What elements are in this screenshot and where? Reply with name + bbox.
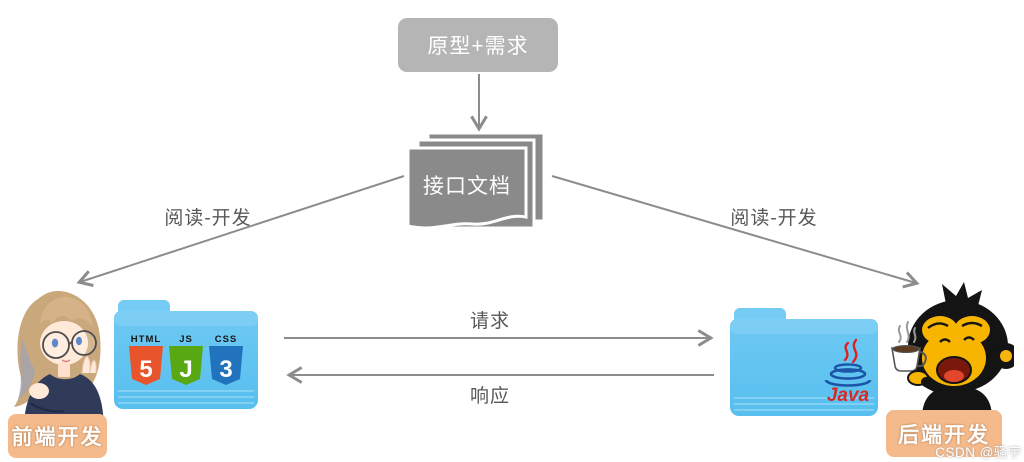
monkey-eyes <box>939 336 975 343</box>
girl-glasses-right-lens <box>71 330 97 356</box>
monkey-hair-tufts <box>942 282 982 306</box>
girl-neck <box>58 363 70 377</box>
frontend-folder: HTML 5 JS J CSS 3 <box>114 300 258 409</box>
girl-hair-tint <box>18 339 35 399</box>
girl-mouth <box>61 359 71 363</box>
backend-tag: 后端开发 <box>886 410 1002 457</box>
girl-eye-left <box>51 338 59 348</box>
backend-tag-label: 后端开发 <box>898 423 990 447</box>
coffee-steam <box>897 321 917 343</box>
js-badge-glyph: J <box>179 356 192 383</box>
js-badge: JS J <box>169 334 203 385</box>
girl-shoulder <box>29 383 49 399</box>
girl-eye-right <box>76 336 82 346</box>
html-badge-glyph: 5 <box>139 356 152 383</box>
monkey-tongue <box>944 370 964 382</box>
cup-handle <box>917 351 927 368</box>
girl-ruffle <box>29 402 65 413</box>
csdn-watermark: CSDN @骚宇 <box>935 445 1022 460</box>
girl-hand <box>81 355 97 374</box>
java-wordmark: Java <box>827 385 870 406</box>
frontend-girl-illustration <box>14 291 105 433</box>
read-develop-label-left: 阅读-开发 <box>164 208 252 229</box>
interface-doc-label: 接口文档 <box>423 175 511 198</box>
arrow-doc-to-frontend <box>76 175 405 287</box>
frontend-tag: 前端开发 <box>8 414 107 458</box>
folder-top-band <box>114 311 258 326</box>
arrow-doc-to-backend <box>551 175 920 289</box>
backend-monkey-illustration <box>891 282 1014 418</box>
coffee-surface <box>892 344 920 353</box>
monkey-brows <box>927 321 983 329</box>
java-saucer <box>824 379 872 387</box>
monkey-ear-inner <box>1000 350 1012 362</box>
request-label: 请求 <box>469 311 510 332</box>
girl-glasses-bridge <box>68 341 73 345</box>
doc-page-front <box>406 146 528 230</box>
css-badge-glyph: 3 <box>219 356 232 383</box>
prototype-requirements-label: 原型+需求 <box>427 35 529 58</box>
html5-badge: HTML 5 <box>129 334 163 385</box>
frontend-tag-label: 前端开发 <box>11 426 104 449</box>
interface-doc-stack: 接口文档 <box>406 131 546 230</box>
java-cup-swirl-2 <box>829 368 867 380</box>
girl-bangs <box>40 296 93 327</box>
css3-badge: CSS 3 <box>209 334 243 385</box>
folder-stripes <box>118 390 254 404</box>
folder-body <box>730 319 878 416</box>
java-logo: Java <box>824 338 872 406</box>
coffee-cup <box>891 347 921 372</box>
folder-stripes <box>734 397 874 411</box>
response-label: 响应 <box>469 386 510 407</box>
girl-glasses-left-lens <box>42 331 70 359</box>
read-develop-label-right: 阅读-开发 <box>730 208 818 229</box>
html-badge-title: HTML <box>131 334 161 345</box>
js-badge-title: JS <box>179 334 193 345</box>
backend-folder: Java <box>730 308 878 416</box>
folder-top-band <box>730 319 878 334</box>
css-badge-title: CSS <box>215 334 238 345</box>
java-cup-swirl-1 <box>833 363 863 373</box>
monkey-arm <box>921 377 949 395</box>
java-steam <box>843 338 858 364</box>
prototype-requirements-box: 原型+需求 <box>398 18 558 72</box>
